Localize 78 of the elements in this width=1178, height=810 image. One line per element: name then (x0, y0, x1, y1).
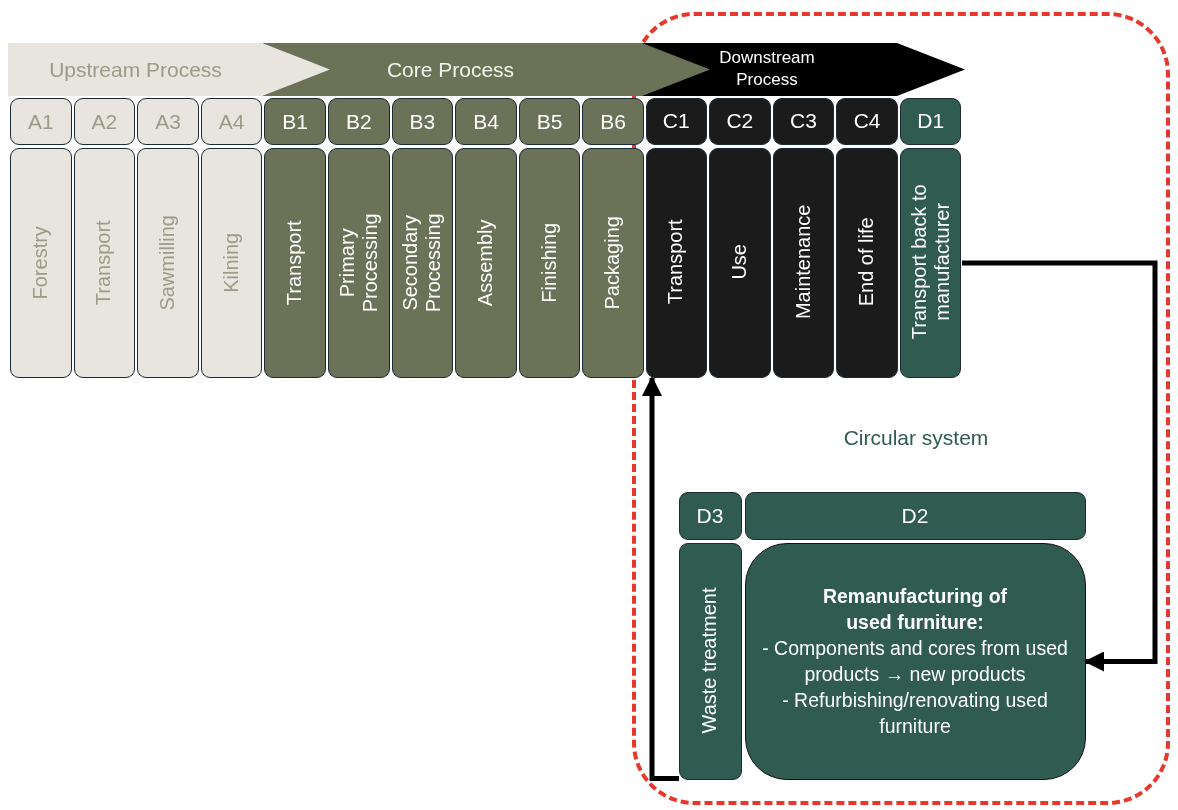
stage-code-box (328, 98, 390, 145)
stage-code-box (137, 98, 199, 145)
stage-code: B6 (600, 109, 627, 134)
stage-code: C1 (662, 109, 690, 133)
stage-code: B5 (536, 109, 563, 134)
stage-label: Primary Processing (334, 212, 382, 314)
stage-label: Kilning (218, 231, 243, 295)
bullet-text: - Components and cores from used products → new products (761, 636, 1069, 687)
stage-label: Assembly (473, 218, 497, 308)
stage-code: A4 (218, 109, 245, 134)
stage-label: Transport (282, 219, 307, 307)
stage-box (582, 148, 644, 378)
stage-label: Secondary Processing (397, 212, 445, 314)
stage-code: B4 (473, 109, 499, 134)
stage-label: Sawmilling (155, 213, 179, 313)
circular-system-region (632, 12, 1170, 805)
stage-label: Use (726, 243, 751, 282)
stage-box (709, 147, 771, 378)
stage-code: C3 (790, 109, 817, 133)
stage-label: Packaging (600, 214, 625, 312)
stage-box (73, 148, 136, 378)
stage-code-box (582, 98, 644, 145)
stage-box (264, 148, 326, 378)
stage-box (455, 148, 517, 378)
stage-label: Waste treatment (697, 586, 721, 736)
stage-code-box (73, 98, 136, 145)
bullet-text: - Refurbishing/renovating used furniture (781, 688, 1049, 739)
box-heading: Remanufacturing of used furniture: (821, 584, 1009, 635)
arrow (962, 260, 1158, 672)
stage-label: Transport back to manufacturer (906, 183, 954, 342)
stage-box (836, 147, 898, 378)
stage-box (137, 148, 199, 378)
stage-box (391, 148, 454, 378)
phase-banner (8, 43, 330, 96)
stage-code: D3 (696, 503, 724, 528)
stage-code-box (200, 98, 263, 145)
stage-box (899, 147, 962, 378)
stage-code-box (899, 97, 962, 145)
region-label: Circular system (842, 426, 990, 450)
stage-code: B2 (345, 109, 372, 134)
stage-code: D2 (901, 503, 929, 528)
stage-code-box (518, 98, 581, 145)
stage-code-box (744, 491, 1086, 540)
stage-code-box (645, 97, 708, 145)
phase-label: Downstream Process (718, 47, 816, 91)
remanufacturing-box (744, 542, 1086, 780)
phase-label: Core Process (385, 57, 516, 82)
stage-label: Transport (663, 218, 688, 307)
stage-box (645, 147, 708, 378)
stage-code: C2 (726, 109, 754, 133)
stage-box (328, 148, 390, 378)
phase-label: Upstream Process (48, 57, 223, 82)
stage-code: B3 (409, 109, 436, 134)
stage-code: D1 (917, 109, 945, 133)
stage-code-box (709, 97, 771, 145)
stage-code: A2 (91, 109, 118, 134)
stage-code-box (678, 491, 742, 540)
stage-label: Maintenance (790, 203, 815, 322)
stage-label: End of life (854, 216, 879, 309)
stage-code: C4 (853, 109, 881, 133)
stage-label: Transport (91, 219, 116, 307)
stage-box (200, 148, 263, 378)
stage-code: A3 (155, 109, 181, 134)
stage-code-box (264, 98, 326, 145)
stage-box (772, 147, 835, 378)
stage-label: Finishing (536, 221, 561, 305)
stage-label: Forestry (27, 224, 52, 302)
stage-box (678, 542, 742, 780)
stage-code-box (455, 98, 517, 145)
stage-box (10, 148, 72, 378)
stage-box (518, 148, 581, 378)
stage-code: B1 (282, 109, 309, 134)
arrow (642, 376, 679, 781)
stage-code-box (391, 98, 454, 145)
stage-code-box (836, 97, 898, 145)
stage-code-box (10, 98, 72, 145)
stage-code-box (772, 97, 835, 145)
stage-code: A1 (27, 109, 54, 134)
